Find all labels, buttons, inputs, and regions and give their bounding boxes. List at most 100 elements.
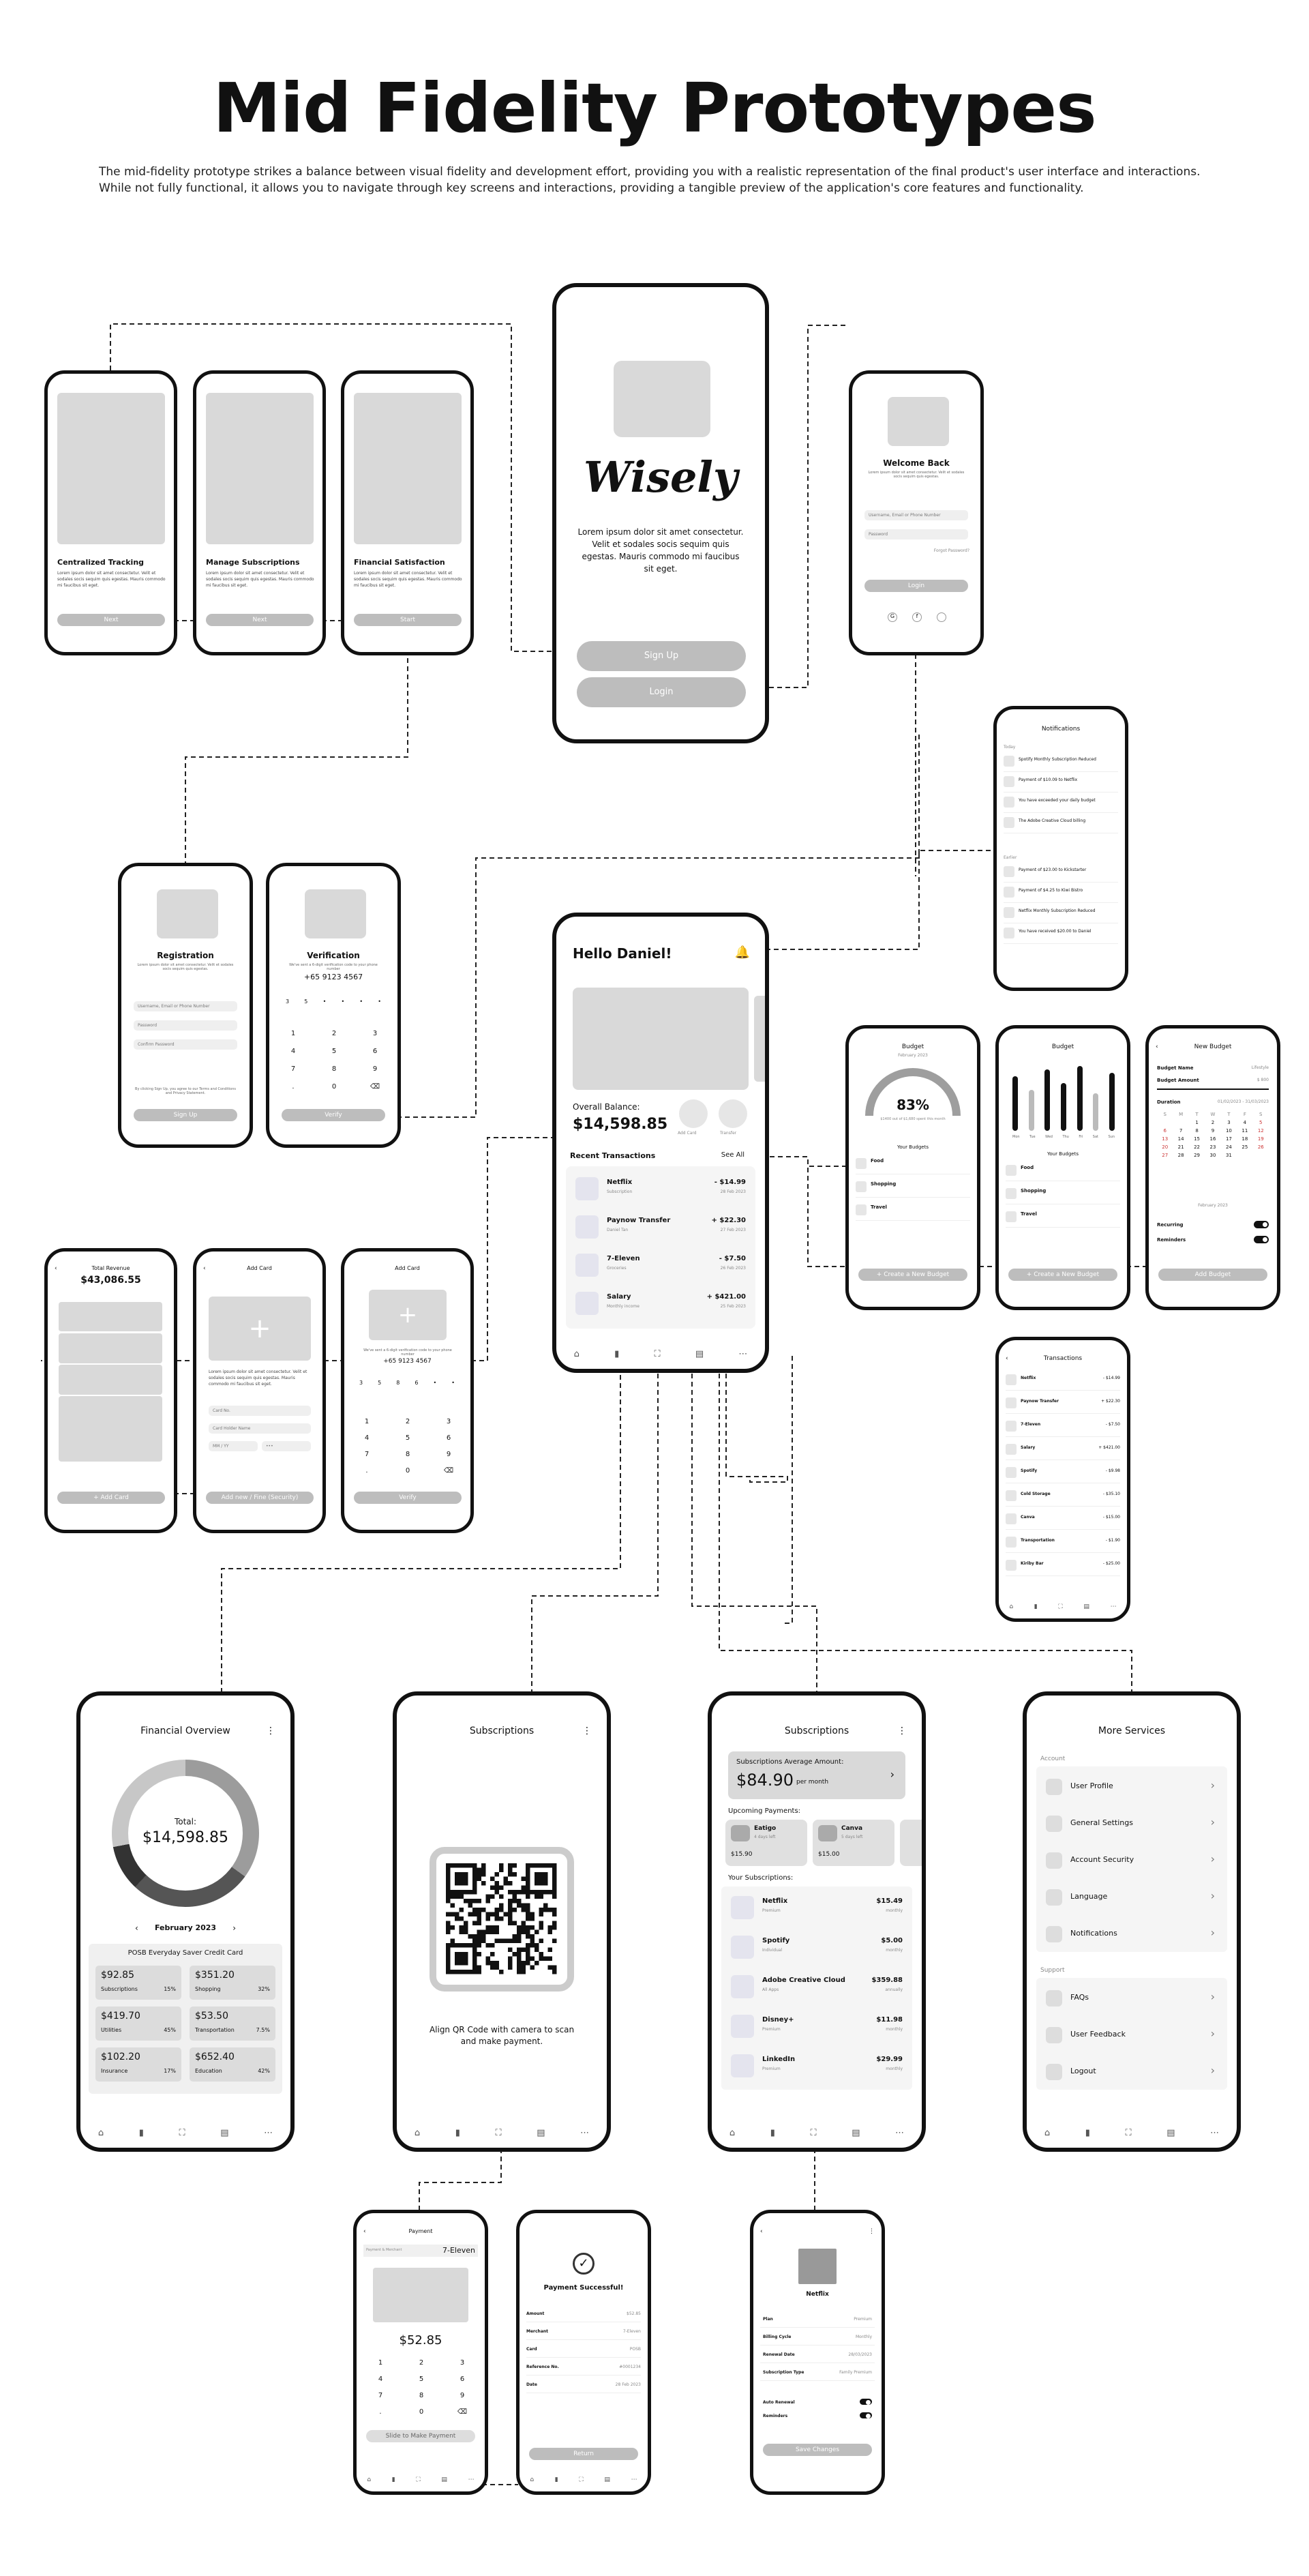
more-icon[interactable]: ⋯ bbox=[468, 2476, 475, 2483]
receipt-icon[interactable]: ▤ bbox=[695, 1348, 704, 1359]
keypad-key[interactable]: 4 bbox=[378, 2375, 383, 2383]
transaction-row[interactable]: Kiriby Bar- $25.00 bbox=[1006, 1557, 1120, 1576]
menu-item-logout[interactable]: Logout› bbox=[1046, 2056, 1218, 2088]
calendar-day[interactable]: 5 bbox=[1259, 1120, 1263, 1125]
keypad-key[interactable]: 4 bbox=[290, 1048, 296, 1055]
budget-item[interactable]: Travel bbox=[856, 1202, 970, 1221]
card-placeholder[interactable] bbox=[59, 1302, 162, 1332]
more-icon[interactable]: ⋯ bbox=[1110, 1603, 1117, 1610]
receipt-icon[interactable]: ▤ bbox=[1167, 2127, 1175, 2138]
home-icon[interactable]: ⌂ bbox=[367, 2476, 372, 2483]
card-placeholder[interactable] bbox=[59, 1333, 162, 1363]
detail-value[interactable]: Family Premium bbox=[839, 2370, 872, 2375]
calendar-day[interactable]: 1 bbox=[1195, 1120, 1199, 1125]
keypad-key[interactable]: 6 bbox=[446, 1434, 451, 1442]
card-holder-input[interactable]: Card Holder Name bbox=[209, 1423, 311, 1434]
backspace-key[interactable]: ⌫ bbox=[370, 1083, 380, 1091]
detail-value[interactable]: 28/03/2023 bbox=[848, 2352, 872, 2357]
budget-item[interactable]: Travel bbox=[1006, 1209, 1120, 1228]
more-icon[interactable]: ⋯ bbox=[1210, 2127, 1220, 2138]
card-placeholder[interactable] bbox=[373, 2268, 468, 2322]
calendar-day[interactable]: 3 bbox=[1227, 1120, 1231, 1125]
chart-icon[interactable]: ▮ bbox=[1034, 1603, 1038, 1610]
chart-icon[interactable]: ▮ bbox=[614, 1348, 620, 1359]
calendar-day[interactable]: 8 bbox=[1195, 1128, 1199, 1134]
detail-value[interactable]: Monthly bbox=[855, 2335, 872, 2339]
sign-up-button[interactable]: Sign Up bbox=[577, 641, 746, 671]
reminders-toggle[interactable] bbox=[1254, 1236, 1269, 1243]
calendar-day[interactable]: 24 bbox=[1225, 1144, 1232, 1150]
next-card-preview[interactable] bbox=[754, 996, 765, 1082]
calendar-day[interactable]: 25 bbox=[1242, 1144, 1248, 1150]
calendar-day[interactable]: 27 bbox=[1162, 1153, 1169, 1158]
add-card-icon[interactable] bbox=[679, 1099, 708, 1128]
keypad-key[interactable]: 3 bbox=[372, 1030, 378, 1037]
menu-item-faqs[interactable]: FAQs› bbox=[1046, 1982, 1218, 2015]
keypad-key[interactable]: 1 bbox=[290, 1030, 296, 1037]
notification-item[interactable]: Payment of $10.09 to Netflix bbox=[1004, 773, 1118, 793]
chart-icon[interactable]: ▮ bbox=[1085, 2127, 1090, 2138]
add-budget-button[interactable]: Add Budget bbox=[1158, 1269, 1267, 1281]
keypad-key[interactable]: 6 bbox=[372, 1048, 378, 1055]
calendar-day[interactable]: 16 bbox=[1209, 1136, 1216, 1142]
prev-month-icon[interactable]: ‹ bbox=[135, 1923, 138, 1933]
add-new-card-button[interactable]: Add new / Fine (Security) bbox=[206, 1492, 314, 1504]
more-icon[interactable]: ⋯ bbox=[895, 2127, 905, 2138]
budget-item[interactable]: Food bbox=[856, 1155, 970, 1174]
password-input[interactable]: Password bbox=[864, 529, 968, 539]
calendar-day[interactable]: 2 bbox=[1211, 1120, 1215, 1125]
calendar-day[interactable] bbox=[1173, 1120, 1188, 1125]
cvv-input[interactable]: ••• bbox=[262, 1441, 311, 1451]
scan-icon[interactable]: ⛶ bbox=[810, 2127, 817, 2138]
transaction-row[interactable]: Transportation- $1.90 bbox=[1006, 1534, 1120, 1553]
more-icon[interactable]: ⋮ bbox=[266, 1726, 275, 1736]
scan-icon[interactable]: ⛶ bbox=[495, 2127, 502, 2138]
calendar-day[interactable]: 9 bbox=[1211, 1128, 1215, 1134]
bell-icon[interactable]: 🔔 bbox=[734, 945, 750, 960]
amount-slider[interactable] bbox=[1157, 1089, 1269, 1090]
scan-icon[interactable]: ⛶ bbox=[1125, 2127, 1132, 2138]
transaction-row[interactable]: Cold Storage- $35.10 bbox=[1006, 1487, 1120, 1507]
more-icon[interactable]: ⋯ bbox=[580, 2127, 590, 2138]
more-icon[interactable]: ⋮ bbox=[582, 1726, 592, 1736]
back-icon[interactable]: ‹ bbox=[760, 2228, 763, 2235]
menu-item-general-settings[interactable]: General Settings› bbox=[1046, 1807, 1218, 1840]
calendar-day[interactable]: 13 bbox=[1162, 1136, 1169, 1142]
calendar-day[interactable]: 31 bbox=[1225, 1153, 1232, 1158]
transaction-row[interactable]: Spotify- $9.98 bbox=[1006, 1464, 1120, 1483]
forgot-password-link[interactable]: Forgot Password? bbox=[933, 548, 969, 553]
card-placeholder[interactable] bbox=[59, 1365, 162, 1395]
keypad-key[interactable]: 9 bbox=[372, 1065, 378, 1073]
upcoming-payment-card[interactable] bbox=[900, 1820, 922, 1866]
calendar-day[interactable]: 18 bbox=[1242, 1136, 1248, 1142]
home-icon[interactable]: ⌂ bbox=[414, 2127, 421, 2138]
see-all-link[interactable]: See All bbox=[721, 1151, 744, 1159]
scan-icon[interactable]: ⛶ bbox=[654, 1348, 661, 1359]
home-icon[interactable]: ⌂ bbox=[97, 2127, 104, 2138]
calendar-day[interactable]: 4 bbox=[1243, 1120, 1247, 1125]
menu-item-language[interactable]: Language› bbox=[1046, 1881, 1218, 1914]
transaction-row[interactable]: Paynow Transfer+ $22.30 bbox=[1006, 1395, 1120, 1414]
plus-icon[interactable]: + bbox=[209, 1297, 311, 1361]
keypad-key[interactable]: 8 bbox=[419, 2392, 424, 2399]
receipt-icon[interactable]: ▤ bbox=[1083, 1603, 1089, 1610]
apple-icon[interactable] bbox=[937, 612, 946, 622]
create-budget-button[interactable]: + Create a New Budget bbox=[1008, 1269, 1117, 1281]
notification-item[interactable]: You have received $20.00 to Daniel bbox=[1004, 925, 1118, 944]
password-input[interactable]: Password bbox=[134, 1020, 237, 1031]
verify-button[interactable]: Verify bbox=[282, 1109, 385, 1121]
transaction-row[interactable]: 7-Eleven- $7.50 bbox=[1006, 1418, 1120, 1437]
more-icon[interactable]: ⋯ bbox=[631, 2476, 637, 2483]
sign-up-button[interactable]: Sign Up bbox=[134, 1109, 237, 1121]
transaction-row[interactable]: Canva- $15.00 bbox=[1006, 1511, 1120, 1530]
